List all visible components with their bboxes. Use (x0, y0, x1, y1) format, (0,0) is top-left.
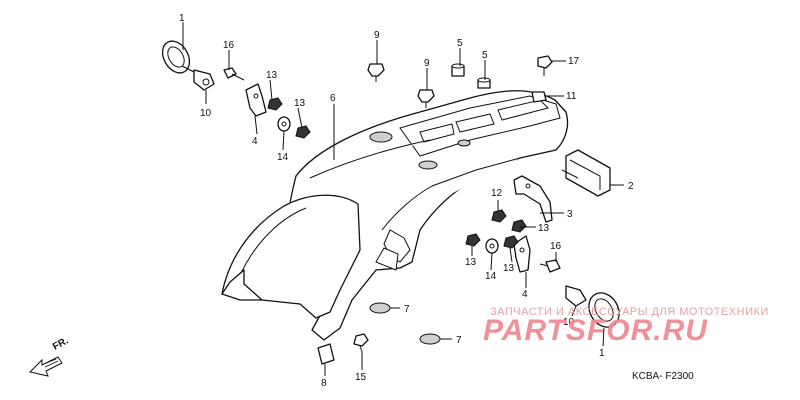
watermark-tagline: ЗАПЧАСТИ И АКСЕССУАРЫ ДЛЯ МОТОТЕХНИКИ (490, 306, 769, 318)
callout-10-left: 10 (200, 108, 212, 119)
callout-13-left-b: 13 (294, 98, 306, 109)
rear-reflector-part-2 (561, 149, 611, 197)
callout-5-right: 5 (482, 50, 488, 61)
catalog-code: KCBA- F2300 (632, 371, 694, 382)
callout-6-rear-fender: 6 (330, 93, 336, 104)
callout-13-left-a: 13 (266, 70, 278, 81)
callout-15: 15 (355, 372, 367, 383)
callout-9-left: 9 (374, 30, 380, 41)
watermark-brand-logo: PARTSFOR.RU (483, 314, 708, 347)
callout-13-right-c: 13 (503, 263, 515, 274)
callout-14-left: 14 (277, 152, 289, 163)
callout-7-upper: 7 (404, 304, 410, 315)
callout-1-right: 1 (599, 348, 605, 359)
leader-lines (182, 22, 624, 376)
callout-11: 11 (566, 91, 577, 102)
callout-labels: 1 16 13 13 10 4 14 6 9 9 5 5 17 11 2 12 … (179, 13, 634, 389)
callout-16-left: 16 (223, 40, 235, 51)
right-turn-signal-assembly (465, 209, 620, 328)
callout-12: 12 (491, 188, 503, 199)
callout-3-bracket: 3 (567, 209, 573, 220)
callout-4-right: 4 (522, 289, 528, 300)
callout-4-left: 4 (252, 136, 258, 147)
callout-5-left: 5 (457, 38, 463, 49)
callout-16-right: 16 (550, 241, 562, 252)
callout-1-left: 1 (179, 13, 185, 24)
callout-14-right: 14 (485, 271, 497, 282)
callout-17: 17 (568, 56, 580, 67)
callout-10-right: 10 (563, 317, 575, 328)
callout-13-right-a: 13 (538, 223, 550, 234)
callout-13-right-b: 13 (465, 257, 477, 268)
top-fasteners (317, 55, 553, 365)
callout-7-lower: 7 (456, 335, 462, 346)
left-turn-signal-assembly (161, 40, 311, 139)
rear-fender-part-6 (221, 90, 569, 341)
callout-8: 8 (321, 378, 327, 389)
callout-2-reflector: 2 (628, 181, 634, 192)
bracket-part-3 (513, 175, 553, 223)
callout-9-right: 9 (424, 58, 430, 69)
front-direction-arrow-icon (29, 356, 63, 377)
